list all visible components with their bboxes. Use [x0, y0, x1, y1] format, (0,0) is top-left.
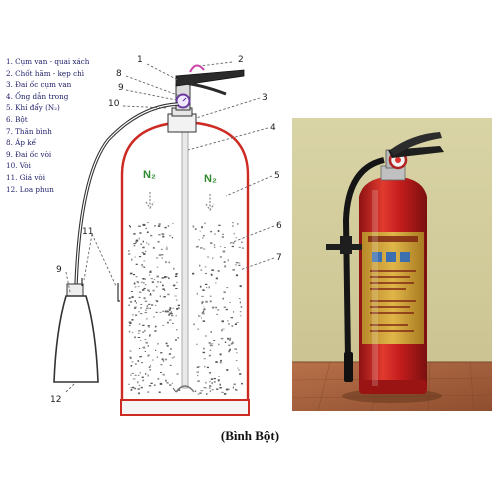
legend-item: 8. Áp kế: [6, 138, 36, 148]
gas-label-right: N₂: [204, 173, 217, 212]
legend-item: 2. Chốt hãm - kẹp chì: [6, 68, 85, 78]
legend-item: 11. Giá vòi: [6, 172, 46, 182]
extinguisher-photo: [291, 118, 493, 412]
legend-item: 7. Thân bình: [6, 126, 52, 136]
safety-pin: [189, 64, 205, 73]
legend-item: 6. Bột: [6, 114, 28, 124]
valve-nut: [167, 113, 197, 133]
inner-tube: [181, 127, 189, 389]
callout-9: 9: [118, 83, 124, 93]
gas-label-left: N₂: [143, 169, 156, 210]
lever: [175, 80, 227, 96]
callout-3: 3: [262, 93, 268, 103]
legend-item: 4. Ống dẫn trong: [6, 91, 69, 101]
legend-item: 9. Đai ốc vòi: [6, 149, 52, 159]
nozzle-horn: [53, 295, 99, 383]
tank-base: [120, 399, 250, 416]
powder-fill: [128, 222, 244, 395]
callout-9b: 9: [56, 265, 62, 275]
hose-bracket: [81, 278, 120, 302]
photo-hose: [342, 157, 385, 361]
svg-text:N₂: N₂: [204, 173, 217, 185]
photo-nozzle: [344, 352, 353, 382]
legend-item: 5. Khí đẩy (N₂): [6, 103, 60, 113]
callout-10: 10: [108, 99, 120, 109]
cutaway-diagram: N₂ N₂ 1 2 8 9 10 3 4: [50, 55, 282, 416]
legend-item: 3. Đai ốc cụm van: [6, 80, 72, 90]
callout-7: 7: [276, 253, 282, 263]
callout-1: 1: [137, 55, 143, 65]
figure-caption: (Bình Bột): [220, 428, 280, 443]
callout-5: 5: [274, 171, 280, 181]
callout-12: 12: [50, 395, 61, 405]
callout-4: 4: [270, 123, 276, 133]
legend-item: 10. Vòi: [6, 161, 31, 171]
svg-text:N₂: N₂: [143, 169, 156, 181]
callout-11: 11: [82, 227, 93, 237]
legend-item: 1. Cụm van - quai xách: [6, 57, 90, 66]
leader-lines: [65, 61, 275, 393]
callout-2: 2: [238, 55, 244, 65]
callout-8: 8: [116, 69, 122, 79]
legend-list: 1. Cụm van - quai xách 2. Chốt hãm - kẹp…: [6, 56, 116, 195]
legend-item: 12. Loa phun: [6, 184, 54, 194]
photo-lever: [390, 132, 442, 156]
callout-6: 6: [276, 221, 282, 231]
